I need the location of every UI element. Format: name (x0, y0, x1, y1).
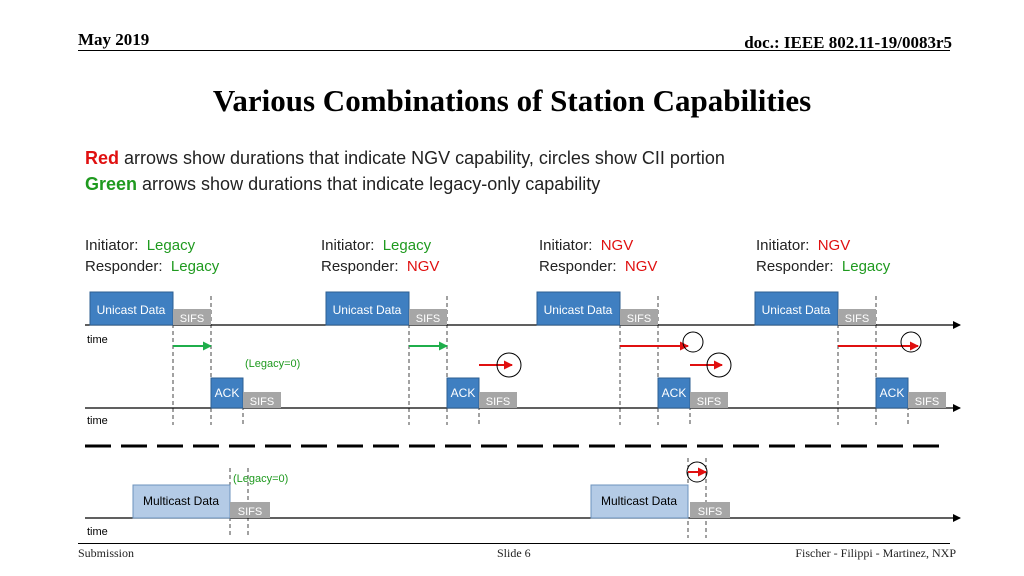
cii-circle-2 (682, 331, 704, 353)
scenario-2-initiator-value: Legacy (382, 237, 432, 254)
scenario-1: Initiator: Legacy Responder: Legacy (85, 235, 219, 277)
scenario-4-initiator-label: Initiator: (756, 237, 810, 254)
sifs-box-a1: SIFS (243, 392, 281, 408)
sifs-label-a3: SIFS (697, 396, 721, 408)
ack-box-2: ACK (446, 377, 480, 409)
sifs-label-m2: SIFS (698, 506, 722, 518)
multicast-data-label-1: Multicast Data (143, 494, 219, 508)
scenario-2: Initiator: Legacy Responder: NGV (321, 235, 439, 277)
footer-divider (78, 543, 950, 544)
sifs-label-u1: SIFS (180, 313, 204, 325)
cii-circle-3 (706, 352, 732, 378)
scenario-1-initiator-value: Legacy (146, 237, 196, 254)
sifs-box-a4: SIFS (908, 392, 946, 408)
scenario-3-responder-label: Responder: (539, 258, 617, 275)
time-label-2: time (87, 415, 108, 427)
sifs-label-m1: SIFS (238, 506, 262, 518)
sifs-label-a4: SIFS (915, 396, 939, 408)
scenario-1-initiator-label: Initiator: (85, 237, 139, 254)
legend-red-line: Red arrows show durations that indicate … (85, 148, 725, 169)
header-divider (78, 50, 950, 51)
legend-red-word: Red (85, 148, 120, 168)
time-label-3: time (87, 526, 108, 538)
sifs-box-u4: SIFS (838, 309, 876, 325)
guide-lines (172, 296, 909, 538)
sifs-box-m2: SIFS (690, 502, 730, 518)
scenario-1-responder-value: Legacy (170, 258, 220, 275)
header-date: May 2019 (78, 30, 150, 49)
header-doc-id: doc.: IEEE 802.11-19/0083r5 (744, 33, 952, 52)
scenario-3: Initiator: NGV Responder: NGV (539, 235, 657, 277)
ack-box-3: ACK (657, 377, 691, 409)
unicast-data-label-4: Unicast Data (762, 303, 831, 317)
ack-box-1: ACK (210, 377, 244, 409)
time-label-1: time (87, 334, 108, 346)
sifs-box-a2: SIFS (479, 392, 517, 408)
ack-label-1: ACK (215, 386, 240, 400)
footer-authors: Fischer - Filippi - Martinez, NXP (795, 546, 956, 560)
scenario-3-initiator-value: NGV (600, 237, 634, 254)
scenario-4: Initiator: NGV Responder: Legacy (756, 235, 890, 277)
ack-label-3: ACK (662, 386, 687, 400)
scenario-3-responder-value: NGV (624, 258, 658, 275)
unicast-data-label-3: Unicast Data (544, 303, 613, 317)
footer-submission: Submission (78, 546, 135, 560)
sifs-box-m1: SIFS (230, 502, 270, 518)
scenario-1-responder-label: Responder: (85, 258, 163, 275)
sifs-label-u4: SIFS (845, 313, 869, 325)
unicast-data-box-3: Unicast Data (536, 291, 621, 326)
cii-circle-4 (900, 331, 922, 353)
scenario-2-responder-label: Responder: (321, 258, 399, 275)
unicast-data-label-2: Unicast Data (333, 303, 402, 317)
legacy-zero-label-1: (Legacy=0) (245, 358, 300, 370)
legend-green-text: arrows show durations that indicate lega… (137, 174, 601, 194)
sifs-label-a1: SIFS (250, 396, 274, 408)
sifs-box-u3: SIFS (620, 309, 658, 325)
sifs-label-a2: SIFS (486, 396, 510, 408)
legend-red-text: arrows show durations that indicate NGV … (119, 148, 725, 168)
ack-box-4: ACK (875, 377, 909, 409)
scenario-4-responder-label: Responder: (756, 258, 834, 275)
unicast-data-box-2: Unicast Data (325, 291, 410, 326)
sifs-box-u2: SIFS (409, 309, 447, 325)
cii-circle-5 (686, 461, 708, 483)
unicast-data-box-1: Unicast Data (89, 291, 174, 326)
sifs-box-a3: SIFS (690, 392, 728, 408)
ack-label-2: ACK (451, 386, 476, 400)
scenario-2-responder-value: NGV (406, 258, 440, 275)
slide-title: Various Combinations of Station Capabili… (212, 83, 812, 118)
multicast-data-box-2: Multicast Data (590, 484, 689, 519)
scenario-2-initiator-label: Initiator: (321, 237, 375, 254)
multicast-data-box-1: Multicast Data (132, 484, 231, 519)
sifs-label-u2: SIFS (416, 313, 440, 325)
sifs-label-u3: SIFS (627, 313, 651, 325)
footer-slide-number: Slide 6 (497, 546, 531, 560)
cii-circle-1 (496, 352, 522, 378)
scenario-4-initiator-value: NGV (817, 237, 851, 254)
legacy-zero-label-2: (Legacy=0) (233, 473, 288, 485)
ack-label-4: ACK (880, 386, 905, 400)
scenario-3-initiator-label: Initiator: (539, 237, 593, 254)
multicast-data-label-2: Multicast Data (601, 494, 677, 508)
scenario-4-responder-value: Legacy (841, 258, 891, 275)
legend-green-line: Green arrows show durations that indicat… (85, 174, 600, 195)
unicast-data-label-1: Unicast Data (97, 303, 166, 317)
sifs-box-u1: SIFS (173, 309, 211, 325)
unicast-data-box-4: Unicast Data (754, 291, 839, 326)
legend-green-word: Green (85, 174, 138, 194)
